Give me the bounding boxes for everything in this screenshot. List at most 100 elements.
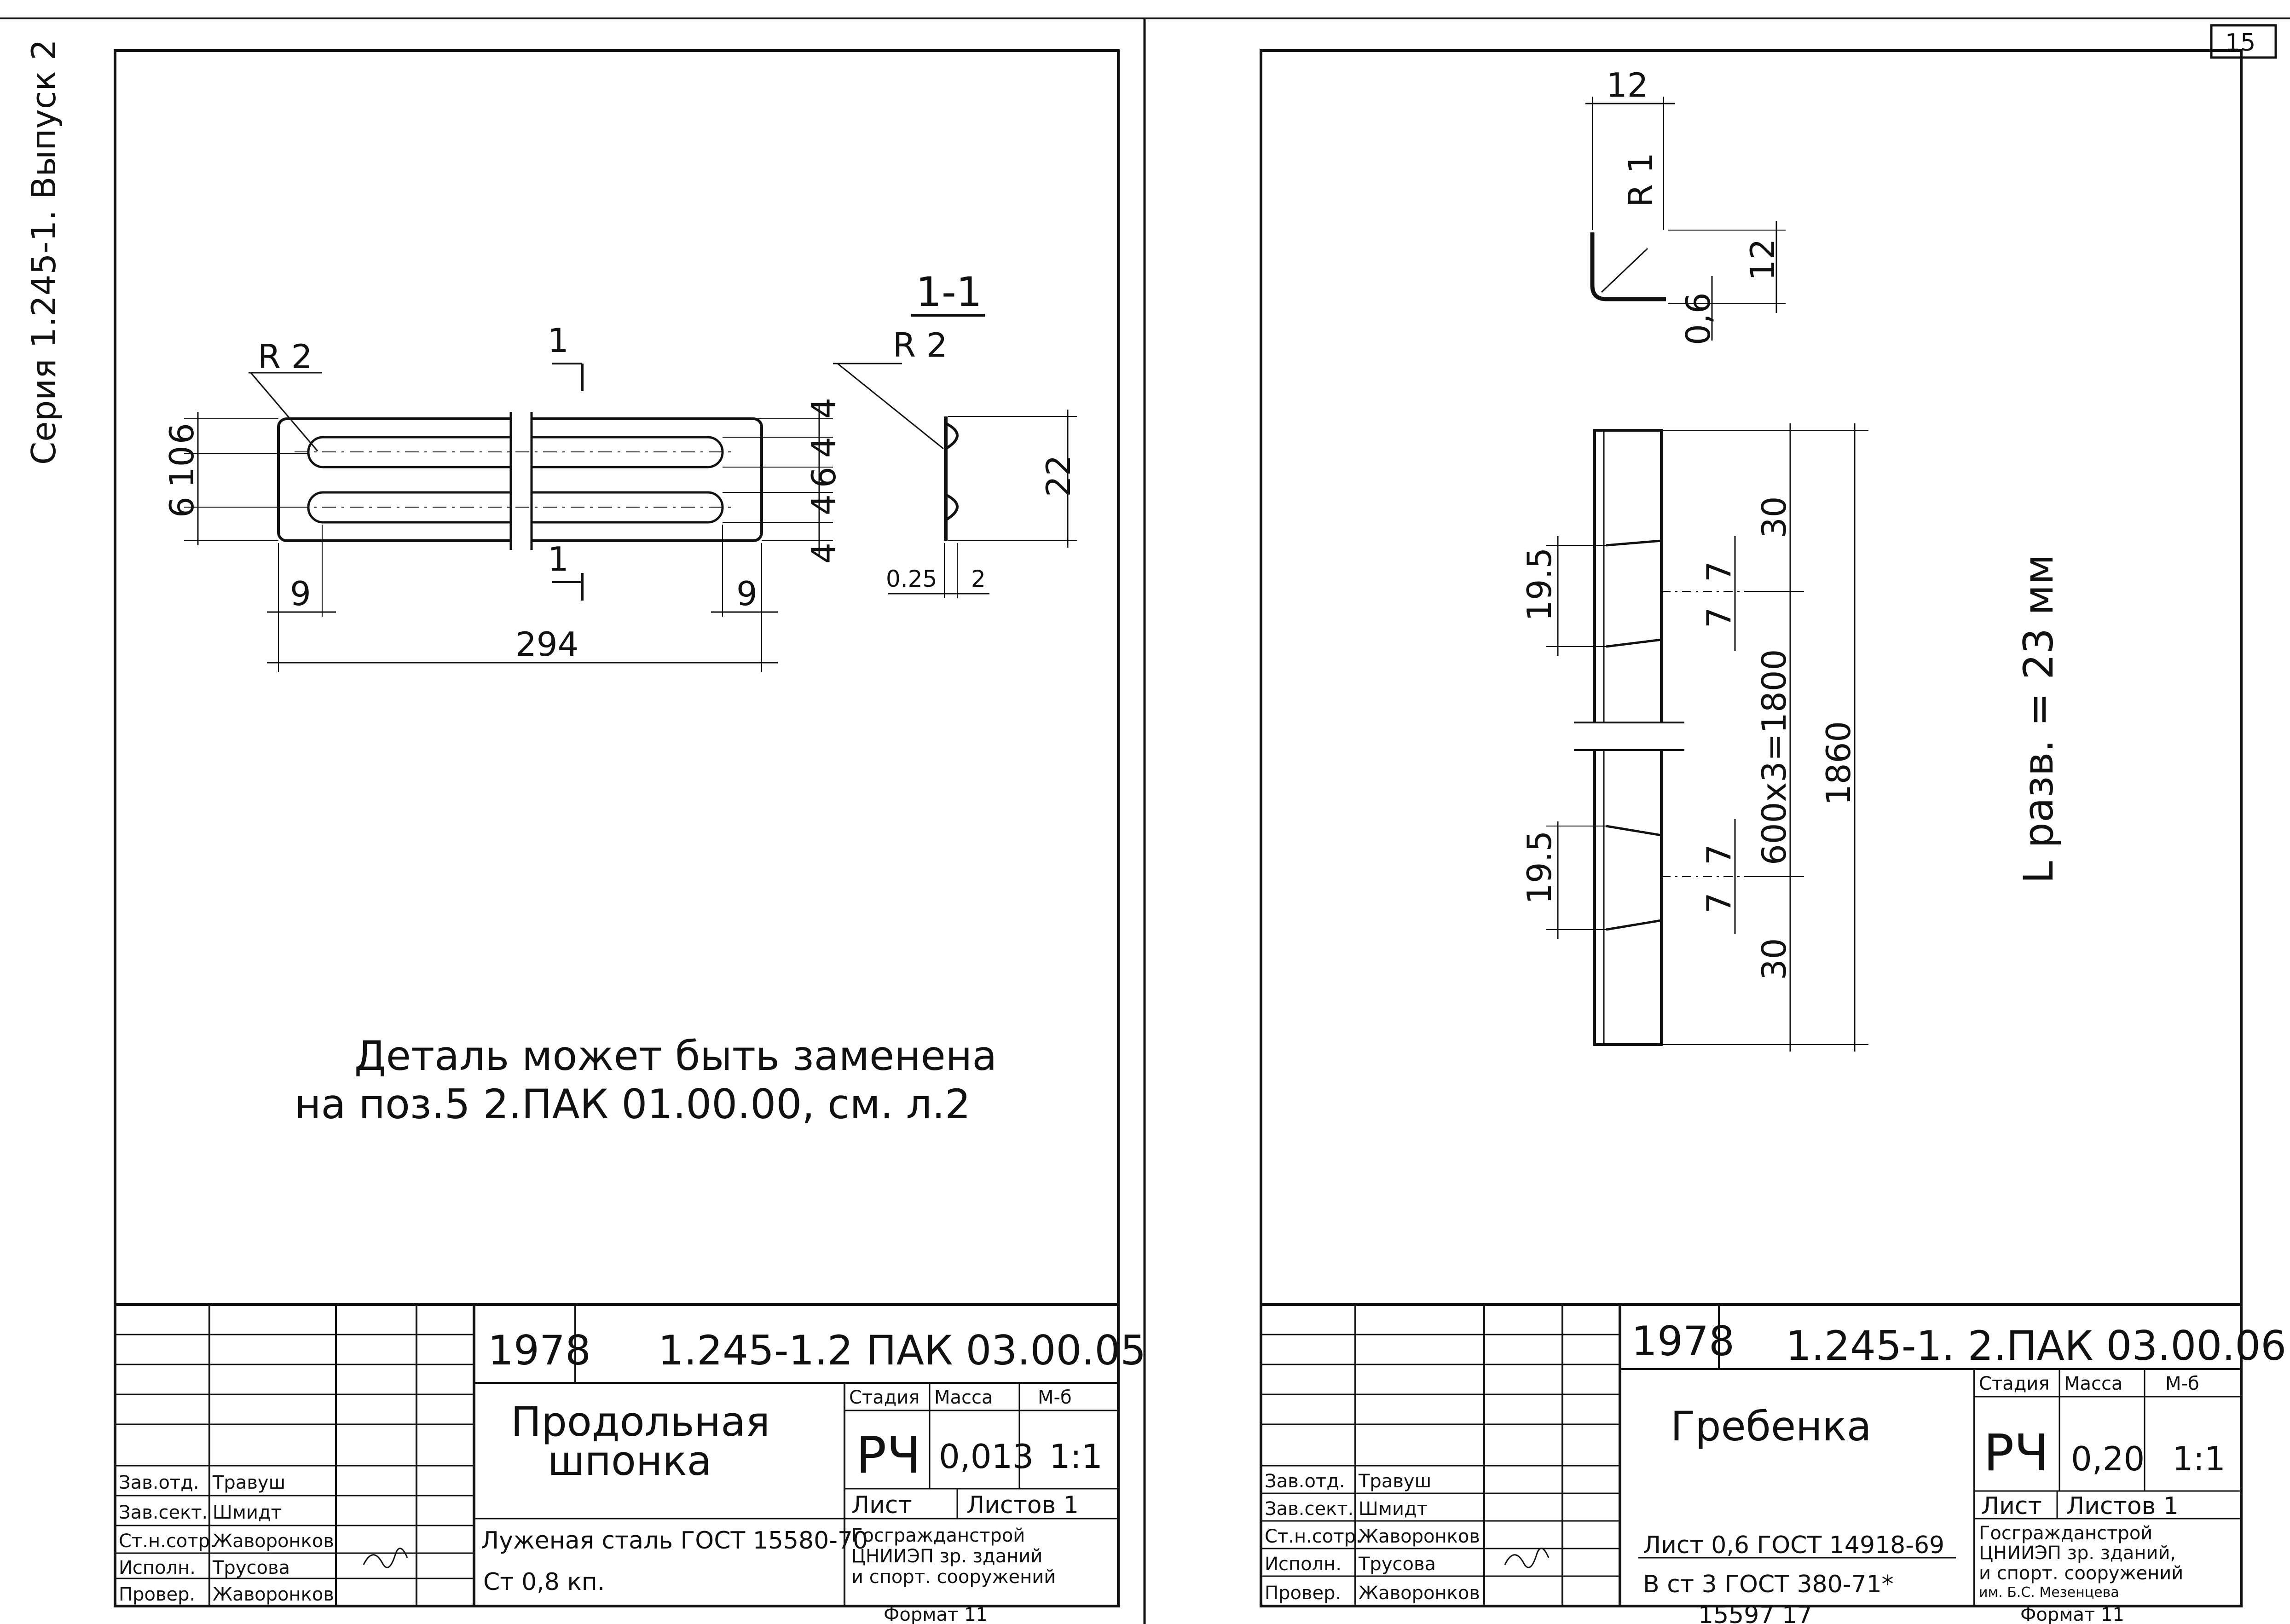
r2-label: R 2 [258, 337, 312, 376]
rtb-name-2: Шмидт [1359, 1498, 1428, 1520]
left-horizontal-dims: 9 9 294 [267, 525, 778, 672]
rtb-role-5: Провер. [1265, 1583, 1341, 1604]
left-note-line2: на поз.5 2.ПАК 01.00.00, см. л.2 [295, 1081, 971, 1128]
mid-chain-label: 600х3=1800 [1755, 649, 1793, 865]
comb-tooth-top [1606, 539, 1663, 648]
end9-right-label: 9 [736, 574, 758, 613]
rtb-role-4: Исполн. [1265, 1554, 1342, 1575]
rtb-scale-hdr: М-б [2165, 1373, 2199, 1394]
r2-leader [250, 372, 318, 451]
sec-thick-025: 0.25 [886, 566, 937, 592]
comb-break-gap [1574, 722, 1684, 750]
rtb-scale: 1:1 [2172, 1439, 2226, 1478]
rtb-org3: и спорт. сооружений [1979, 1563, 2183, 1584]
rtb-mass-hdr: Масса [2064, 1373, 2123, 1394]
left-dim-b: 10 [162, 445, 201, 488]
section-bump-top [945, 422, 959, 450]
t7-d-label: 7 [1700, 892, 1738, 913]
right-dim-stack: 4 4 6 4 4 [723, 398, 843, 564]
right-title-block: Зав.отд. Зав.сект. Ст.н.сотр. Исполн. Пр… [1261, 1303, 2286, 1624]
cut-mark-bottom-label: 1 [548, 540, 569, 578]
rtb-code: 1.245-1. 2.ПАК 03.00.06 [1786, 1322, 2286, 1370]
ltb-role-5: Провер. [119, 1584, 195, 1605]
length-label: 294 [515, 625, 578, 664]
ltb-name-1: Травуш [212, 1472, 285, 1493]
rtb-role-1: Зав.отд. [1265, 1471, 1345, 1492]
rtb-role-3: Ст.н.сотр. [1265, 1526, 1362, 1547]
ltb-stage: РЧ [856, 1426, 921, 1485]
right-dim-a: 4 [804, 398, 843, 419]
ltb-role-3: Ст.н.сотр. [119, 1531, 216, 1552]
rtb-name-4: Трусова [1358, 1554, 1436, 1575]
pitch-top-label: 19.5 [1520, 548, 1559, 621]
rtb-name-3: Жаворонков [1359, 1526, 1480, 1547]
break-gap [511, 412, 532, 550]
rtb-signature [1504, 1548, 1550, 1568]
ltb-org2: ЦНИИЭП зр. зданий [851, 1546, 1042, 1567]
t7-a-label: 7 [1700, 561, 1738, 582]
profile-thick-label: 0,6 [1679, 292, 1718, 345]
rtb-name-5: Жаворонков [1359, 1583, 1480, 1604]
profile-top-label: 12 [1606, 66, 1648, 104]
rtb-mass: 0,20 [2071, 1439, 2145, 1478]
left-note-line1: Деталь может быть заменена [354, 1032, 997, 1080]
profile-r1-leader [1601, 248, 1648, 293]
right-sheet-frame [1260, 49, 2243, 1607]
right-profile-view: 12 R 1 12 0,6 [1585, 66, 1786, 345]
section-r2-leader [837, 363, 944, 450]
ltb-name-5: Жаворонков [213, 1584, 334, 1605]
profile-angle [1590, 232, 1666, 301]
rtb-name: Гребенка [1671, 1403, 1872, 1450]
section-r2-label: R 2 [893, 326, 948, 364]
comb-tooth-bottom [1606, 825, 1663, 931]
ltb-name-3: Жаворонков [213, 1531, 334, 1552]
end30-bot-label: 30 [1755, 938, 1793, 980]
pitch-bot-label: 19.5 [1520, 831, 1559, 904]
rtb-sheet-hdr: Лист [1981, 1492, 2042, 1520]
ltb-stage-hdr: Стадия [849, 1387, 919, 1408]
rtb-format: Формат 11 [2020, 1604, 2124, 1624]
right-dim-e: 4 [804, 543, 843, 564]
sec-thick-2: 2 [971, 566, 986, 592]
rtb-org1: Госгражданстрой [1979, 1523, 2152, 1544]
ltb-material2: Ст 0,8 кп. [483, 1568, 605, 1596]
ltb-mass-hdr: Масса [934, 1387, 993, 1408]
rtb-material1: Лист 0,6 ГОСТ 14918-69 [1643, 1532, 1944, 1559]
cut-mark-top-label: 1 [548, 321, 569, 360]
left-dim-stack: 6 10 6 [162, 412, 308, 545]
ltb-name-2: Шмидт [213, 1502, 282, 1523]
ltb-format: Формат 11 [884, 1604, 988, 1624]
rtb-sheets-hdr: Листов 1 [2066, 1492, 2179, 1520]
profile-side-label: 12 [1743, 238, 1782, 281]
right-dim-b: 4 [804, 437, 843, 458]
section-label: 1-1 [916, 268, 982, 316]
ltb-scale-hdr: М-б [1038, 1387, 1072, 1408]
rtb-role-2: Зав.сект. [1265, 1498, 1353, 1520]
ltb-name-line1: Продольная [511, 1398, 770, 1445]
end30-top-label: 30 [1755, 496, 1793, 538]
ltb-sheet-hdr: Лист [851, 1491, 912, 1519]
ltb-material1: Луженая сталь ГОСТ 15580-70 [481, 1527, 868, 1555]
rtb-org2: ЦНИИЭП зр. зданий, [1979, 1543, 2176, 1564]
ltb-role-4: Исполн. [119, 1557, 196, 1578]
right-comb-view: 19.5 19.5 7 7 7 7 30 600х3=1800 30 1860 [1520, 423, 1868, 1052]
t7-c-label: 7 [1700, 844, 1738, 865]
ltb-org1: Госгражданстрой [851, 1525, 1025, 1546]
rtb-stamp-number: 15597 17 [1698, 1601, 1812, 1624]
t7-b-label: 7 [1700, 607, 1738, 628]
left-dim-a: 6 [162, 423, 201, 444]
rtb-org4: им. Б.С. Мезенцева [1979, 1584, 2119, 1601]
ltb-signature [363, 1548, 408, 1568]
ltb-name-line2: шпонка [548, 1437, 712, 1485]
end9-left-label: 9 [290, 574, 311, 613]
total-label: 1860 [1819, 721, 1858, 805]
rtb-year: 1978 [1631, 1318, 1735, 1365]
dev-length-note: L разв. = 23 мм [2015, 554, 2062, 884]
section-bump-bottom [945, 493, 959, 521]
ltb-org3: и спорт. сооружений [851, 1566, 1056, 1588]
ltb-year: 1978 [488, 1327, 591, 1374]
ltb-name-4: Трусова [212, 1557, 290, 1578]
right-dim-d: 4 [804, 494, 843, 515]
left-sheet-frame [114, 49, 1120, 1607]
